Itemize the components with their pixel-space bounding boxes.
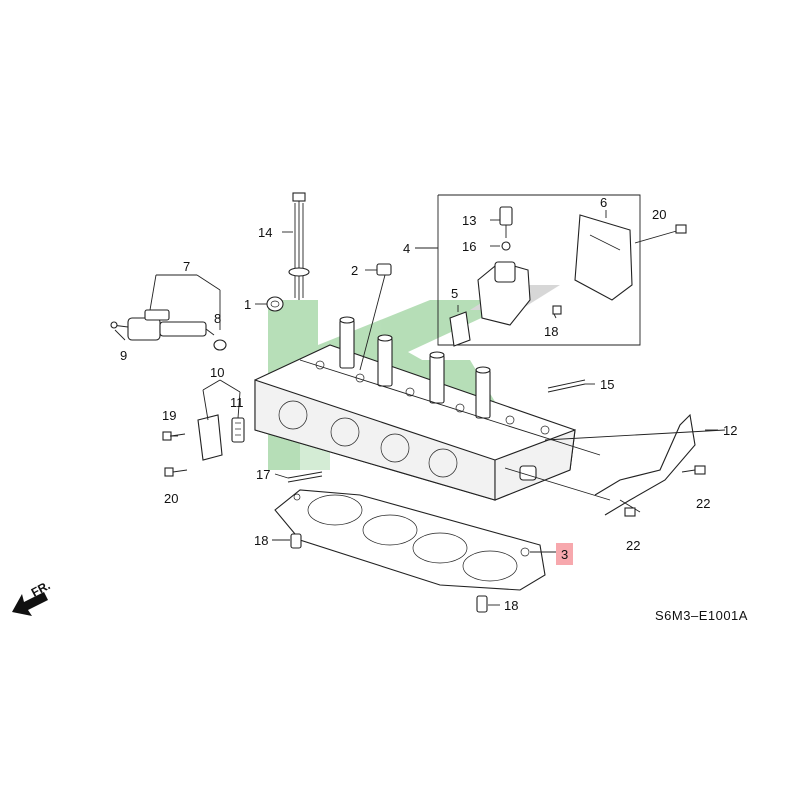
callout-labels: 14 1 2 4 7 8 9 10 11 19 20 17 18 18 13 1…: [120, 195, 737, 613]
callout-7: 7: [183, 259, 190, 274]
seal: [266, 296, 284, 312]
callout-19: 18: [544, 324, 558, 339]
callout-14: 14: [258, 225, 272, 240]
callout-5: 5: [451, 286, 458, 301]
callout-18-left: 18: [254, 533, 268, 548]
callout-4: 4: [403, 241, 410, 256]
front-label: FR.: [29, 578, 53, 599]
head-gasket: [274, 489, 546, 591]
oil-control-assembly: [437, 194, 641, 347]
callout-20-upper: 19: [162, 408, 176, 423]
cap: [376, 263, 392, 276]
long-bolt: [634, 224, 687, 244]
callout-22-bottom: 22: [626, 538, 640, 553]
stud: [287, 379, 586, 483]
callout-22-right: 22: [696, 496, 710, 511]
front-arrow-icon: FR.: [12, 578, 52, 616]
callout-2: 2: [351, 263, 358, 278]
callout-12: 12: [723, 423, 737, 438]
sensor: [197, 414, 245, 461]
leader-lines: [114, 210, 726, 606]
callout-21: 20: [652, 207, 666, 222]
callout-16: 16: [462, 239, 476, 254]
callout-3-highlight: [556, 543, 573, 565]
dowel-pin: [290, 533, 488, 613]
callout-9: 9: [120, 348, 127, 363]
head-bolt: [288, 192, 310, 300]
callout-1: 1: [244, 297, 251, 312]
callout-13: 13: [462, 213, 476, 228]
wire-bracket: [594, 413, 706, 517]
callout-20-lower: 20: [164, 491, 178, 506]
spool-valve: [110, 309, 227, 351]
callout-17: 17: [256, 467, 270, 482]
bolt: [162, 431, 188, 477]
callout-10: 10: [210, 365, 224, 380]
callout-8: 8: [214, 311, 221, 326]
callout-3: 3: [561, 547, 568, 562]
callout-11: 11: [230, 395, 244, 410]
callout-18-bottom: 18: [504, 598, 518, 613]
diagram-code: S6M3–E1001A: [655, 608, 748, 623]
callout-6: 6: [600, 195, 607, 210]
cylinder-head: [254, 316, 576, 501]
callout-15: 15: [600, 377, 614, 392]
